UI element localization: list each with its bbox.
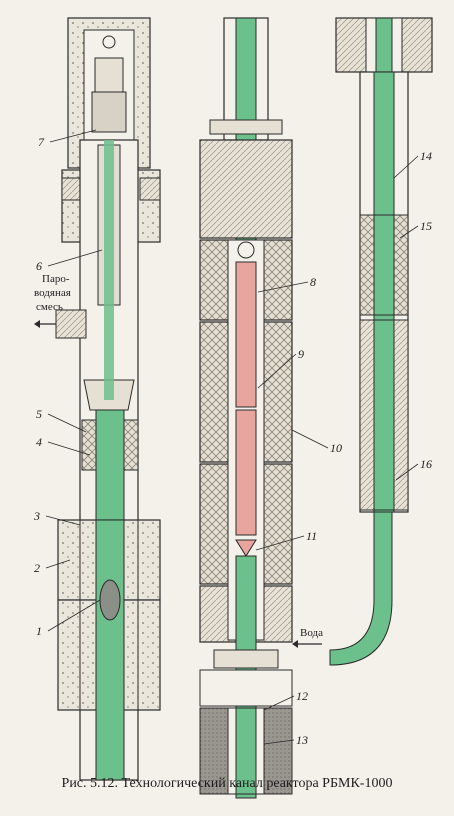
callout-2: 2 <box>34 561 40 575</box>
callout-leader-2 <box>45 559 71 569</box>
outlet-bend <box>329 511 393 666</box>
callout-16: 16 <box>420 457 432 471</box>
callout-leader-12 <box>263 695 295 711</box>
callout-leader-1 <box>47 599 101 632</box>
valve-body <box>94 57 124 93</box>
callout-10: 10 <box>330 441 342 455</box>
side-label-steam-3: смесь <box>36 301 63 313</box>
right-column <box>292 17 433 666</box>
fuel-assembly-lower <box>235 409 257 536</box>
fastener-1 <box>99 579 121 621</box>
callout-15: 15 <box>420 219 432 233</box>
side-label-steam-1: Паро- <box>42 273 70 285</box>
side-label-steam-2: водяная <box>34 287 71 299</box>
callout-3: 3 <box>33 509 40 523</box>
figure-caption: Рис. 5.12. Технологический канал реактор… <box>61 776 393 791</box>
side-label-water: Вода <box>300 627 323 639</box>
callout-1: 1 <box>36 624 42 638</box>
callout-leader-4 <box>47 441 91 456</box>
fuel-tip-11 <box>235 539 257 557</box>
callout-leader-16 <box>395 463 419 481</box>
callout-leader-6 <box>47 249 103 267</box>
callout-7: 7 <box>38 135 45 149</box>
callout-leader-3 <box>45 515 81 526</box>
callout-5: 5 <box>36 407 42 421</box>
steam-outlet <box>55 309 87 339</box>
callout-leader-15 <box>399 225 419 239</box>
valve-knob-icon <box>102 35 116 49</box>
callout-13: 13 <box>296 733 308 747</box>
water-arrow-icon <box>292 640 298 648</box>
outlet-arrow-icon <box>34 320 40 328</box>
seal-5 <box>81 419 97 471</box>
callout-6: 6 <box>36 259 42 273</box>
callout-12: 12 <box>296 689 308 703</box>
callout-4: 4 <box>36 435 42 449</box>
callout-14: 14 <box>420 149 432 163</box>
callout-leader-11 <box>255 535 305 551</box>
callout-leader-9 <box>257 353 297 389</box>
callout-leader-7 <box>49 129 97 143</box>
callout-leader-14 <box>393 155 419 179</box>
callout-9: 9 <box>298 347 304 361</box>
graphite-block-top <box>199 139 293 239</box>
fuel-assembly-upper <box>235 261 257 408</box>
callout-leader-8 <box>257 281 309 293</box>
callout-leader-10 <box>291 429 329 449</box>
plug-body <box>91 91 127 133</box>
callout-11: 11 <box>306 529 317 543</box>
callout-8: 8 <box>310 275 316 289</box>
middle-column <box>199 17 293 799</box>
callout-leader-5 <box>47 413 87 433</box>
left-column <box>34 17 161 781</box>
callout-leader-13 <box>263 739 295 745</box>
